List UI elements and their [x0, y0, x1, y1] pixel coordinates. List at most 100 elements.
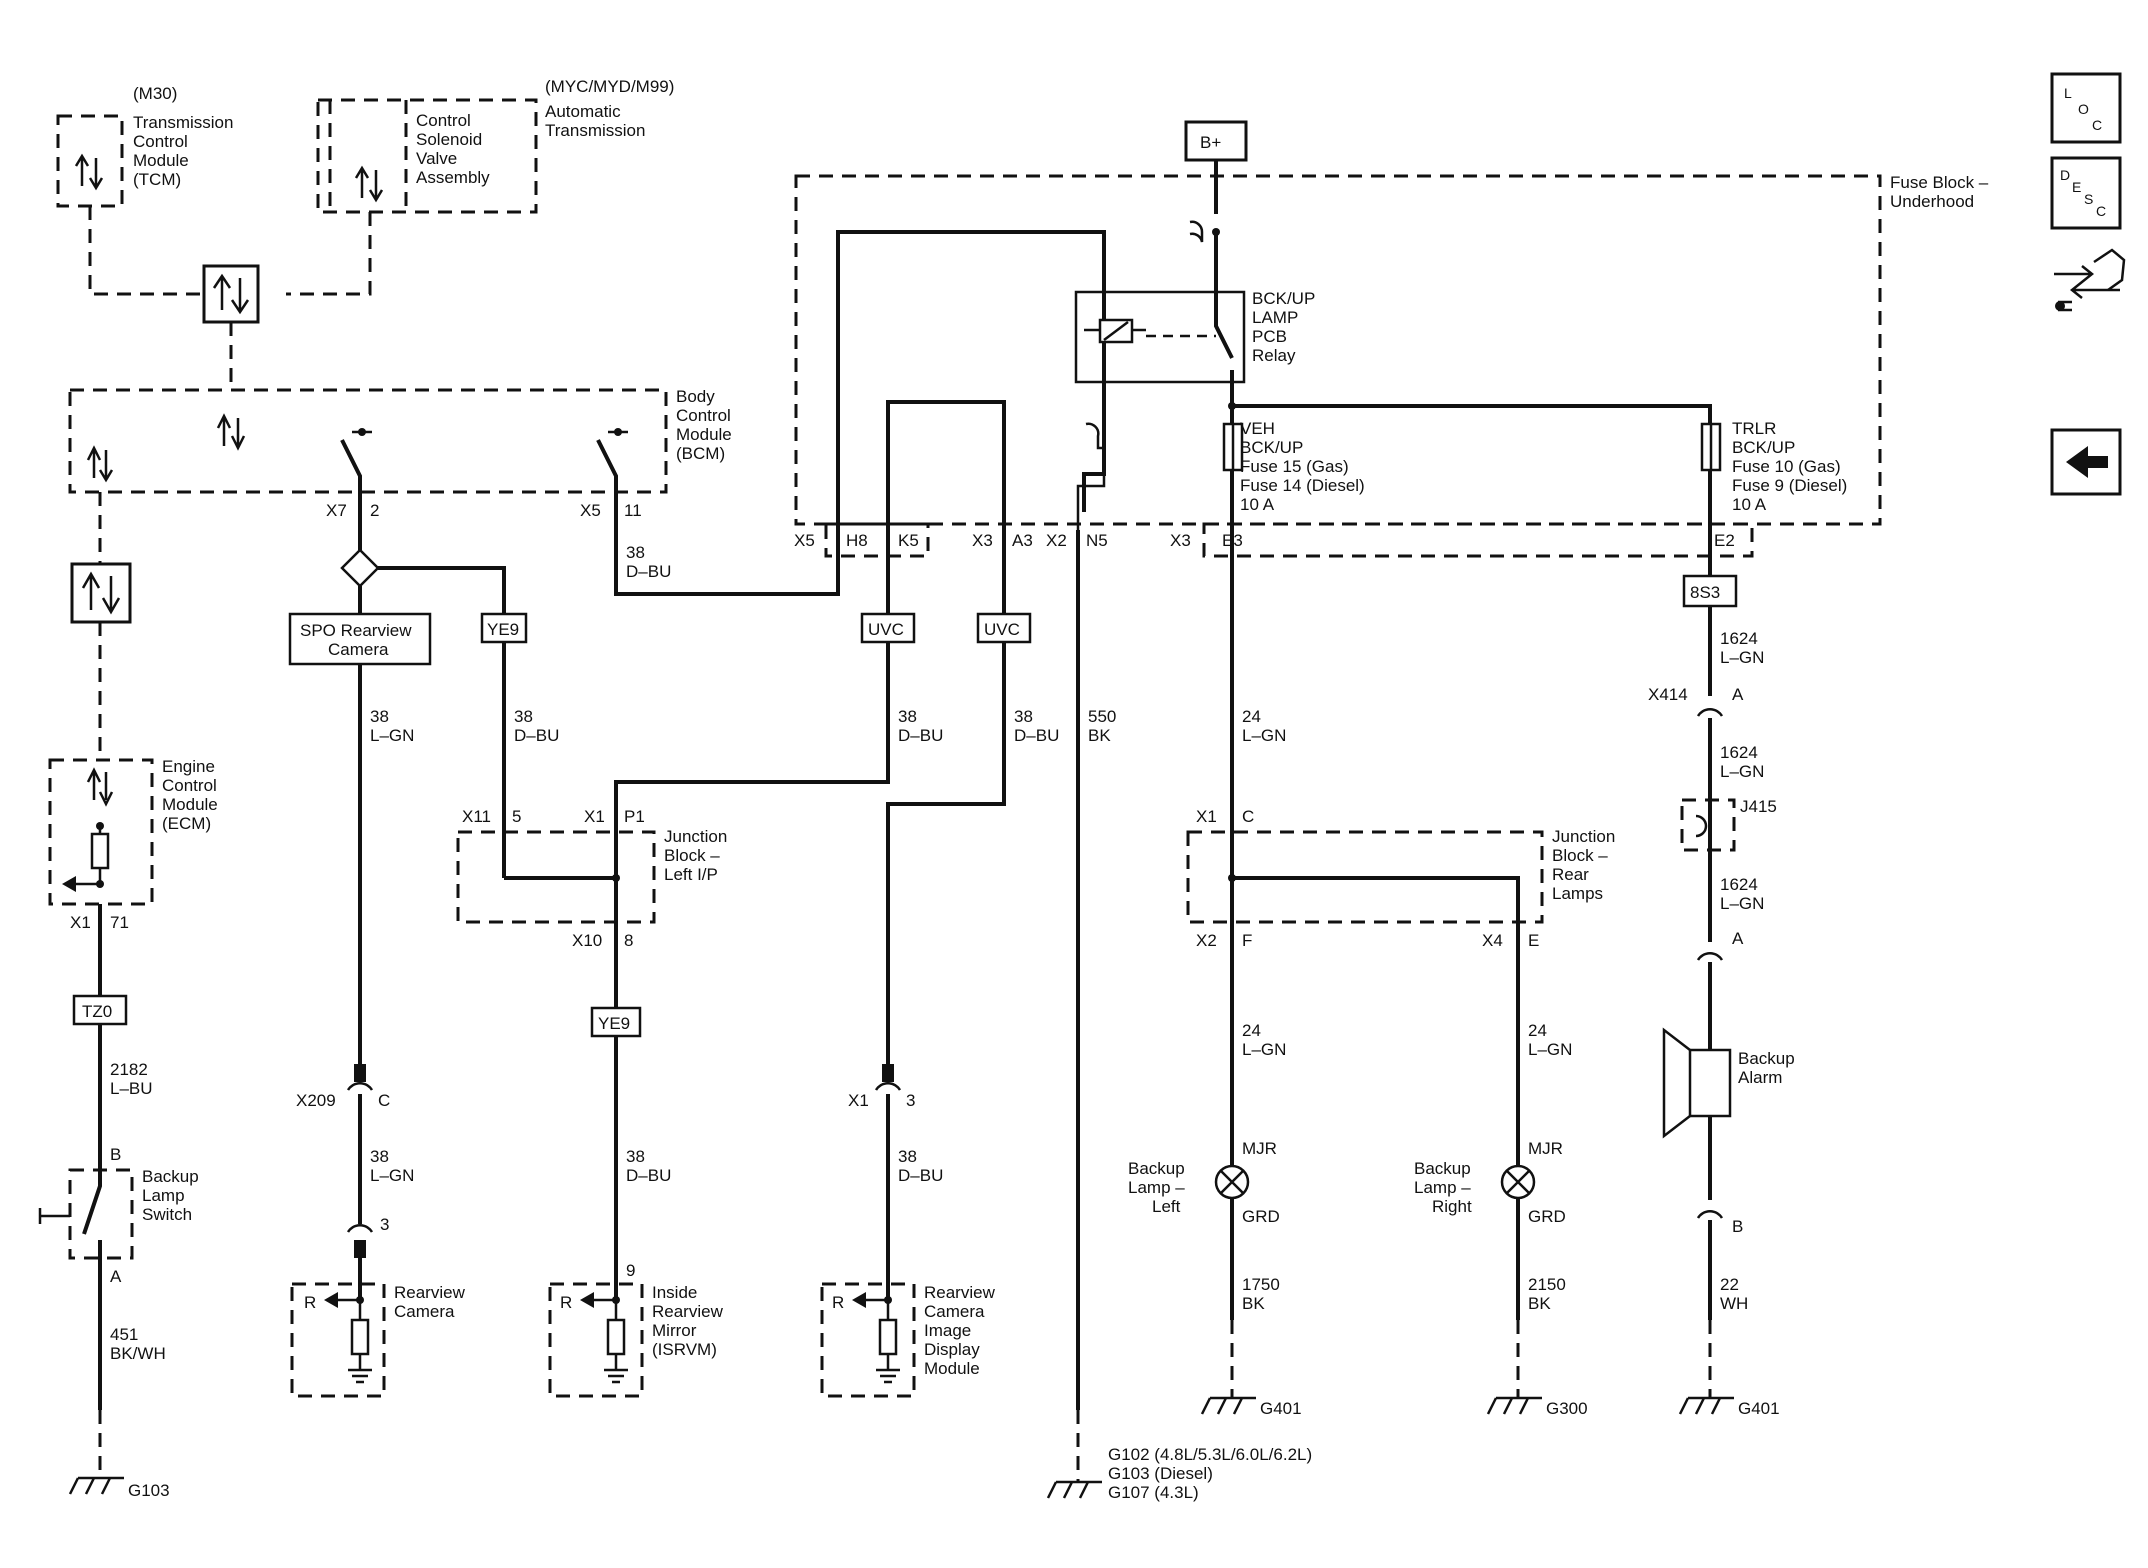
control-solenoid-valve-assembly: (MYC/MYD/M99) Automatic Transmission Con…: [316, 77, 674, 214]
wire-1624c: 1624 L–GN: [1720, 875, 1764, 913]
alarm-pin-a: A: [1732, 929, 1744, 948]
disp-x1: X1: [848, 1091, 869, 1110]
s8s3-option: 8S3: [1690, 583, 1720, 602]
wire-uvc-a: 38 D–BU: [898, 707, 943, 745]
junction-lip-label: Junction Block – Left I/P: [664, 827, 732, 884]
wire-spo: 38 L–GN: [370, 707, 414, 745]
wire-24c: 24 L–GN: [1528, 1021, 1572, 1059]
jb-x11: X11: [462, 807, 491, 826]
fb-n5: N5: [1086, 531, 1108, 550]
backup-switch-label: Backup Lamp Switch: [142, 1167, 203, 1224]
csva-option: (MYC/MYD/M99): [545, 77, 674, 96]
wire-451: 451 BK/WH: [110, 1325, 166, 1363]
uvc-option-a: UVC: [868, 620, 904, 639]
wire-24b: 24 L–GN: [1242, 1021, 1286, 1059]
fb-e2: E2: [1714, 531, 1735, 550]
wire-disp: 38 D–BU: [898, 1147, 943, 1185]
alarm-label: Backup Alarm: [1738, 1049, 1799, 1087]
bcm-module: Body Control Module (BCM) X7 2 X5 11: [68, 387, 737, 520]
jr-x2: X2: [1196, 931, 1217, 950]
desc-letter-2: E: [2072, 179, 2081, 195]
ye9-branch: 38 D–BU: [502, 642, 616, 880]
bcm-x5-circuit: 38 D–BU: [614, 230, 1106, 596]
jr-x4: X4: [1482, 931, 1503, 950]
alarm-pin-b: B: [1732, 1217, 1743, 1236]
fuse-trlr-label: TRLR BCK/UP Fuse 10 (Gas) Fuse 9 (Diesel…: [1732, 419, 1852, 514]
backup-alarm-circuit: 8S3 1624 L–GN X414 A 1624 L–GN J415 1624…: [1648, 470, 1799, 1418]
desc-letter-1: D: [2060, 167, 2070, 183]
disp-pin: 3: [906, 1091, 915, 1110]
connector-tool-icon[interactable]: [2054, 248, 2126, 312]
wire-24a: 24 L–GN: [1242, 707, 1286, 745]
serial-data-network: [88, 206, 372, 390]
jr-x1-pin: C: [1242, 807, 1254, 826]
rcidm-module: R Rearview Camera Image Display Module: [820, 1282, 1000, 1398]
tcm-module: (M30) Transmission Control Module (TCM): [56, 84, 233, 208]
wire-1624b: 1624 L–GN: [1720, 743, 1764, 781]
jb-x1: X1: [584, 807, 605, 826]
ecm-label: Engine Control Module (ECM): [162, 757, 223, 833]
ground-550-circuit: 550 BK G102 (4.8L/5.3L/6.0L/6.2L) G103 (…: [1046, 530, 1317, 1502]
bcm-x7: X7: [326, 501, 347, 520]
jr-x1: X1: [1196, 807, 1217, 826]
switch-pin-b: B: [110, 1145, 121, 1164]
ground-g401-b: G401: [1738, 1399, 1780, 1418]
jb-x10: X10: [572, 931, 602, 950]
ecm-x1: X1: [70, 913, 91, 932]
ye9-option-a: YE9: [487, 620, 519, 639]
wire-550: 550 BK: [1088, 707, 1121, 745]
fb-x3-b: X3: [1170, 531, 1191, 550]
rearview-camera-circuit: YE9 SPO Rearview Camera 38 L–GN X209 C 3…: [288, 492, 528, 1398]
desc-letter-3: S: [2084, 191, 2093, 207]
desc-button[interactable]: D E S C: [2050, 156, 2122, 230]
lamp-left-label: Backup Lamp – Left: [1128, 1159, 1189, 1216]
isrvm-label: Inside Rearview Mirror (ISRVM): [652, 1283, 728, 1359]
x209-pin: C: [378, 1091, 390, 1110]
loc-letter-3: C: [2092, 117, 2102, 133]
jb-x11-pin: 5: [512, 807, 521, 826]
isrvm-r: R: [560, 1293, 572, 1312]
desc-letter-4: C: [2096, 203, 2106, 219]
rcidm-r: R: [832, 1293, 844, 1312]
wire-1750: 1750 BK: [1242, 1275, 1285, 1313]
loc-button[interactable]: L O C: [2050, 72, 2122, 144]
wire-2150: 2150 BK: [1528, 1275, 1571, 1313]
x414-pin: A: [1732, 685, 1744, 704]
fb-h8: H8: [846, 531, 868, 550]
loc-letter-2: O: [2078, 101, 2089, 117]
ecm-backup-switch-circuit: TZ0 2182 L–BU B Backup Lamp Switch A 451…: [38, 904, 203, 1500]
jr-x4-pin: E: [1528, 931, 1539, 950]
jb-x10-pin: 8: [624, 931, 633, 950]
j415: J415: [1740, 797, 1777, 816]
fb-x5: X5: [794, 531, 815, 550]
wire-1624a: 1624 L–GN: [1720, 629, 1764, 667]
jb-x1-pin: P1: [624, 807, 645, 826]
fb-x2: X2: [1046, 531, 1067, 550]
wire-bcm11: 38 D–BU: [626, 543, 671, 581]
back-button[interactable]: [2050, 428, 2122, 496]
switch-pin-a: A: [110, 1267, 122, 1286]
rearview-camera-label: Rearview Camera: [394, 1283, 470, 1321]
wire-cam: 38 L–GN: [370, 1147, 414, 1185]
ground-g103: G103: [128, 1481, 170, 1500]
lamp-right-top: MJR: [1528, 1139, 1563, 1158]
fb-x3-a: X3: [972, 531, 993, 550]
bplus-label: B+: [1200, 133, 1221, 152]
lamp-left-top: MJR: [1242, 1139, 1277, 1158]
back-arrow-icon: [2066, 446, 2108, 478]
junction-block-left-ip: Junction Block – Left I/P X11 5 X1 P1 X1…: [456, 664, 890, 1300]
spo-box-label: SPO Rearview Camera: [300, 621, 416, 659]
tz0-option: TZ0: [82, 1002, 112, 1021]
wire-2182: 2182 L–BU: [110, 1060, 153, 1098]
bcm-x5: X5: [580, 501, 601, 520]
csva-label: Control Solenoid Valve Assembly: [416, 111, 490, 187]
fuse-block-underhood: B+ Fuse Block – Underhood BCK/UP LAMP PC…: [794, 120, 1989, 558]
uvc-circuits: UVC UVC 38 D–BU 38 D–BU X1 3 38 D–BU: [848, 400, 1059, 1300]
wire-ye9: 38 D–BU: [514, 707, 559, 745]
rcidm-label: Rearview Camera Image Display Module: [924, 1283, 1000, 1378]
ground-multi: G102 (4.8L/5.3L/6.0L/6.2L) G103 (Diesel)…: [1108, 1445, 1317, 1502]
junction-rear-label: Junction Block – Rear Lamps: [1552, 827, 1620, 903]
bcm-label: Body Control Module (BCM): [676, 387, 737, 463]
isrvm-module: R Inside Rearview Mirror (ISRVM): [548, 1282, 728, 1398]
